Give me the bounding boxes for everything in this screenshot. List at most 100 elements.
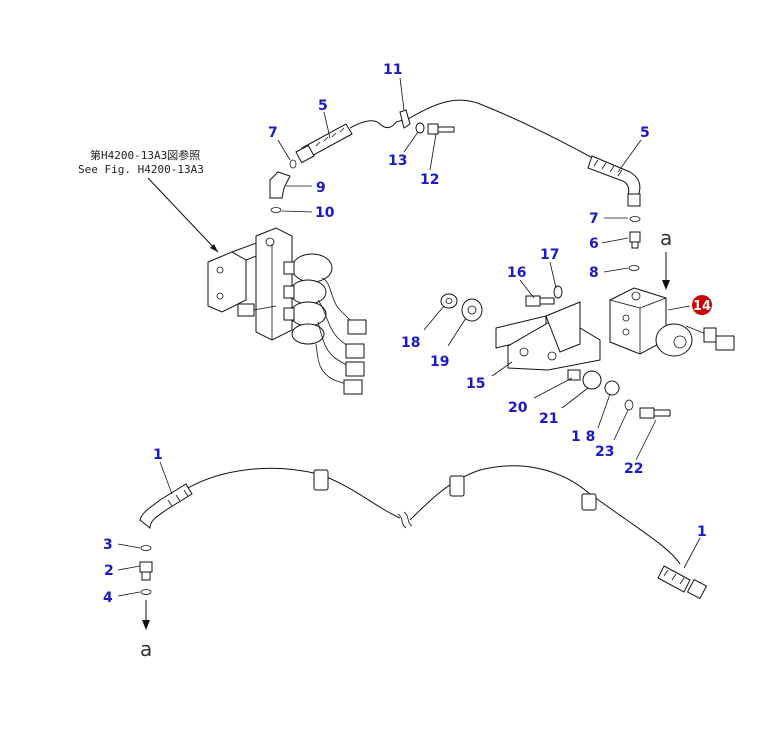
break-mark [397,513,407,529]
bolt-head [639,407,655,419]
valve-port [622,328,630,336]
callout-7-upper-left: 7 [268,125,278,141]
solenoid-coil [291,253,333,283]
clamp [399,109,411,129]
solenoid-coil [291,323,325,345]
fitting-stack-right [628,216,641,271]
leader-line [549,261,557,289]
hose-sleeve-hatch [593,159,623,177]
solenoid-coil [289,279,327,305]
hose-line [349,99,601,163]
valve-block-14 [609,287,735,357]
mounting-bracket-15 [440,285,671,419]
leader-line [597,393,611,429]
harness-connector [345,343,365,359]
leader-line [281,210,313,213]
fitting-nipple-tip [141,571,151,581]
callout-12: 12 [420,172,439,188]
spacer [567,369,581,381]
callout-19: 19 [430,354,449,370]
nut [461,298,483,322]
callout-18-right: 1 8 [571,429,595,445]
callout-10: 10 [315,205,335,221]
leader-line [683,537,701,569]
hose-sleeve-hatch [315,127,345,147]
callout-20: 20 [508,400,528,416]
fitting-nipple [629,231,641,243]
bolt-head [525,295,541,307]
leader-line [603,267,629,273]
callout-17: 17 [540,247,559,263]
hose-upper [295,99,641,207]
leader-line [667,305,691,311]
leader-line [533,377,573,399]
leader-line [613,409,629,441]
leader-line [447,317,467,347]
hose-end-fitting [627,193,641,207]
callout-16: 16 [507,265,526,281]
connection-a-bottom: a [140,600,152,661]
leader-line [399,77,405,111]
o-ring [270,207,282,213]
spacer-washer [582,370,602,390]
washer [604,380,620,396]
o-ring [289,159,297,169]
fitting-nipple-tip [631,241,639,249]
hose-end-sleeve [587,155,641,197]
callout-9: 9 [316,180,326,196]
callout-14-badge [692,295,712,315]
harness-connector [345,361,365,377]
harness-connector [343,379,363,395]
o-ring [629,216,641,222]
hose-fitting [295,144,315,164]
harness-wire [317,299,351,349]
hose-line [187,467,401,519]
leader-line [423,305,445,331]
valve-body-edge [609,299,641,309]
callout-13: 13 [388,153,407,169]
leader-line [635,419,657,461]
connection-label-a: a [660,226,672,250]
hose-end-sleeve [657,565,691,593]
leader-line [277,139,291,161]
leader-line [323,111,331,139]
elbow-fitting-group [269,159,297,213]
hose-line [409,465,681,565]
washer [415,122,425,134]
harness-wire [321,277,353,323]
callout-21: 21 [539,411,558,427]
solenoid-valve-assembly [207,227,367,395]
washer-hole [445,298,453,304]
o-ring [140,589,152,595]
o-ring [140,545,152,551]
hose-clamp [581,493,597,511]
harness-wire [253,305,277,311]
solenoid-cap [283,307,295,321]
connection-arrowhead [662,280,670,290]
break-mark [403,511,413,527]
bracket-upright [545,301,581,353]
valve-block [255,227,293,341]
callout-18-left: 18 [401,335,420,351]
callout-4: 4 [103,590,113,606]
reference-arrow-line [147,177,219,253]
callout-5-upper-right: 5 [640,125,650,141]
harness-wire [315,343,347,385]
nut-hole [467,305,477,315]
hose-sleeve-hatch [663,569,685,585]
callout-22: 22 [624,461,643,477]
callout-2: 2 [104,563,114,579]
leader-line [117,565,141,571]
callout-numbers: 11 5 7 13 12 5 9 10 7 6 17 16 8 14 18 19… [103,62,712,606]
washer [440,293,458,309]
leader-line [601,237,629,244]
elbow-fitting [269,171,291,199]
callout-1-left: 1 [153,447,163,463]
hose-sleeve-hatch [167,489,189,507]
solenoid-cap [283,285,295,299]
o-ring [628,265,640,271]
callout-8: 8 [589,265,599,281]
solenoid-wire [685,325,707,335]
